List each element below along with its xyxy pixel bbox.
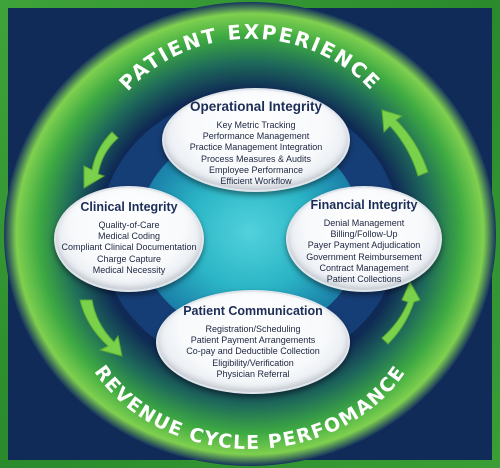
operational-integrity-title: Operational Integrity	[189, 99, 323, 114]
arrow-bottom-left-icon	[79, 299, 123, 357]
list-item: Denial Management	[323, 218, 405, 228]
patient-communication-title: Patient Communication	[183, 304, 323, 318]
list-item: Registration/Scheduling	[205, 324, 301, 334]
list-item: Patient Collections	[326, 274, 402, 285]
cycle-arrows	[79, 109, 429, 357]
list-item: Payer Payment Adjudication	[307, 240, 421, 251]
list-item: Charge Capture	[96, 253, 162, 264]
list-item: Key Metric Tracking	[216, 120, 296, 130]
arrow-top-left-icon	[83, 131, 119, 189]
list-item: Government Reimbursement	[306, 251, 422, 262]
financial-integrity-title: Financial Integrity	[310, 198, 418, 212]
list-item: Physician Referral	[216, 368, 290, 379]
list-item: Medical Coding	[97, 231, 161, 242]
list-item: Employee Performance	[208, 164, 304, 175]
list-item: Eligibility/Verification	[212, 357, 294, 368]
list-item: Quality-of-Care	[98, 220, 160, 230]
list-item: Efficient Workflow	[220, 176, 292, 187]
clinical-integrity-title: Clinical Integrity	[80, 200, 178, 214]
list-item: Co-pay and Deductible Collection	[186, 346, 320, 357]
arrow-bottom-right-icon	[381, 280, 421, 345]
list-item: Process Measures & Audits	[200, 153, 312, 164]
operational-integrity-oval: Operational Integrity Key Metric Trackin…	[162, 88, 350, 192]
list-item: Patient Payment Arrangements	[190, 335, 316, 346]
patient-communication-oval: Patient Communication Registration/Sched…	[156, 290, 350, 394]
list-item: Compliant Clinical Documentation	[61, 242, 197, 253]
arrow-top-right-icon	[381, 109, 429, 177]
list-item: Performance Management	[202, 131, 310, 142]
list-item: Billing/Follow-Up	[330, 229, 398, 240]
list-item: Contract Management	[319, 262, 409, 273]
list-item: Practice Management Integration	[189, 142, 323, 153]
list-item: Medical Necessity	[92, 264, 166, 275]
